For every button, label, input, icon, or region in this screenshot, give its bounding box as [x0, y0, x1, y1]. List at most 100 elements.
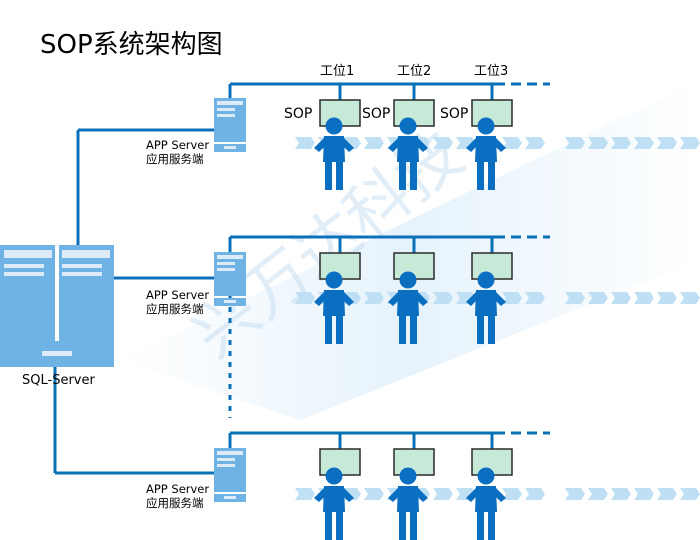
conveyor-segment [295, 292, 315, 304]
worker-right-arm [342, 488, 354, 502]
conveyor-segment [588, 488, 608, 500]
worker-right-leg [336, 316, 343, 344]
worker-right-arm [494, 488, 506, 502]
worker-torso [475, 486, 497, 512]
worker-row-3-station-1 [314, 467, 354, 540]
app-server-slot [217, 458, 235, 461]
worker-right-leg [336, 512, 343, 540]
sql-drive-slot [4, 250, 52, 258]
worker-left-leg [399, 316, 406, 344]
conveyor-segment [295, 488, 315, 500]
worker-right-leg [336, 162, 343, 190]
sql-drive-slot [4, 264, 44, 268]
worker-row-3-station-3 [466, 467, 506, 540]
worker-row-1-station-2 [388, 117, 428, 190]
worker-right-leg [488, 316, 495, 344]
conveyor-segment [657, 292, 677, 304]
worker-head [325, 467, 343, 485]
conveyor-segment [565, 137, 585, 149]
worker-torso [397, 290, 419, 316]
worker-row-2-station-1 [314, 271, 354, 344]
conveyor-segment [525, 488, 545, 500]
app-server-body [214, 98, 246, 142]
conveyor-segment [364, 137, 384, 149]
conveyor-segment [588, 137, 608, 149]
worker-left-arm [314, 488, 326, 502]
worker-left-arm [388, 138, 400, 152]
worker-torso [323, 290, 345, 316]
sop-label-3: SOP [440, 106, 469, 122]
conveyor-segment [611, 488, 631, 500]
worker-left-leg [325, 162, 332, 190]
worker-row-1-station-3 [466, 117, 506, 190]
app-server-slot [217, 451, 243, 455]
app-server-slot [217, 114, 235, 117]
conveyor-segment [295, 137, 315, 149]
conveyor-segment [364, 488, 384, 500]
station-label-3: 工位3 [474, 64, 509, 79]
worker-right-arm [416, 138, 428, 152]
conveyor-right-row-1 [565, 137, 700, 149]
sql-drive-slot [62, 264, 102, 268]
app-server-base-slot [224, 496, 236, 499]
worker-right-arm [342, 138, 354, 152]
worker-head [325, 271, 343, 289]
worker-left-arm [388, 488, 400, 502]
app-server-icon-3 [214, 448, 246, 502]
worker-torso [323, 136, 345, 162]
app-server-slot [217, 464, 235, 467]
sql-drive-slot [62, 250, 110, 258]
devices-layer [0, 98, 700, 540]
conveyor-segment [657, 488, 677, 500]
app-server-slot [217, 101, 243, 105]
worker-right-arm [494, 292, 506, 306]
worker-row-2-station-2 [388, 271, 428, 344]
app-server-slot [217, 262, 235, 265]
app-server-slot [217, 108, 235, 111]
worker-torso [397, 136, 419, 162]
worker-row-3-station-2 [388, 467, 428, 540]
conveyor-segment [433, 488, 453, 500]
conveyor-segment [364, 292, 384, 304]
conveyor-segment [611, 292, 631, 304]
worker-right-arm [416, 292, 428, 306]
worker-torso [323, 486, 345, 512]
worker-head [477, 117, 495, 135]
worker-left-arm [466, 488, 478, 502]
conveyor-segment [565, 292, 585, 304]
worker-head [399, 271, 417, 289]
sql-server-label: SQL-Server [22, 373, 95, 388]
conveyor-segment [433, 292, 453, 304]
conveyor-segment [525, 292, 545, 304]
worker-head [399, 117, 417, 135]
worker-torso [475, 290, 497, 316]
worker-left-leg [325, 512, 332, 540]
conveyor-segment [680, 488, 700, 500]
conveyor-segment [634, 137, 654, 149]
worker-right-leg [488, 512, 495, 540]
worker-right-leg [410, 512, 417, 540]
worker-right-arm [416, 488, 428, 502]
worker-right-leg [410, 316, 417, 344]
monitor-screen [471, 99, 513, 127]
network-lines [53, 82, 550, 475]
app-server-base-slot [224, 300, 236, 303]
station-label-1: 工位1 [320, 64, 355, 79]
app-server-sublabel-1: 应用服务端 [146, 152, 204, 166]
worker-left-leg [325, 316, 332, 344]
conveyor-segment [502, 292, 522, 304]
worker-left-arm [314, 138, 326, 152]
worker-left-arm [314, 292, 326, 306]
worker-right-arm [494, 138, 506, 152]
conveyor-segment [502, 137, 522, 149]
station-label-2: 工位2 [397, 64, 432, 79]
worker-torso [397, 486, 419, 512]
app-server-label-3: APP Server [146, 482, 210, 496]
worker-left-arm [466, 138, 478, 152]
sql-drive-slot [62, 272, 102, 276]
conveyor-segment [433, 137, 453, 149]
worker-left-arm [388, 292, 400, 306]
worker-left-leg [399, 162, 406, 190]
conveyor-segment [525, 137, 545, 149]
